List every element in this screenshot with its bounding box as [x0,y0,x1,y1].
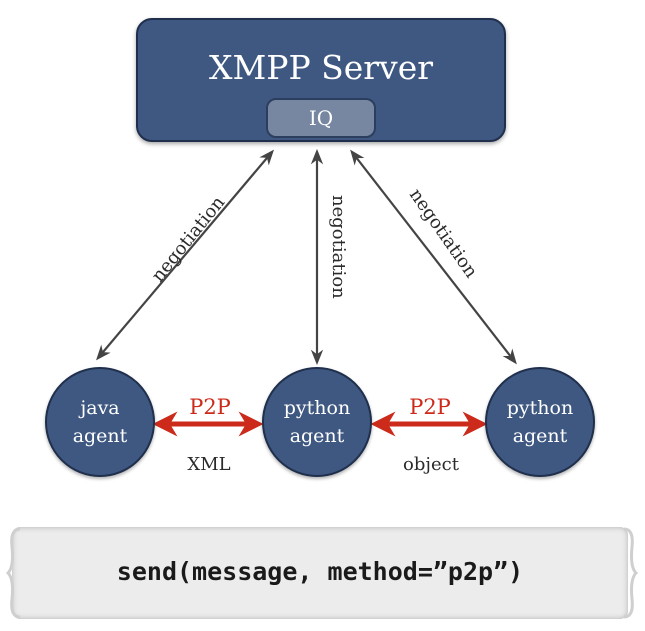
java-agent-node: java agent [45,367,155,477]
p2p-type-xml: XML [187,454,230,475]
iq-box: IQ [266,98,376,138]
left-brace-decoration [6,527,21,619]
p2p-label-2: P2P [409,395,451,419]
agent-label-line1: java [80,397,120,419]
server-title: XMPP Server [208,48,434,87]
python-agent-node-1: python agent [262,367,372,477]
negotiation-arrow-java [96,149,274,361]
code-snippet: send(message, method=”p2p”) [116,557,524,586]
negotiation-arrow-python2 [350,149,517,365]
agent-label-line1: python [283,397,351,419]
agent-label-line1: python [506,397,574,419]
right-brace-decoration [623,527,638,619]
xmpp-server-box: XMPP Server IQ [136,18,506,142]
negotiation-label-java: negotiation [148,192,230,286]
code-snippet-box: send(message, method=”p2p”) [12,527,628,619]
python-agent-node-2: python agent [485,367,595,477]
agent-label-line2: agent [289,425,345,447]
negotiation-label-python1: negotiation [328,195,349,299]
agent-label-line2: agent [72,425,128,447]
p2p-label-1: P2P [189,395,231,419]
p2p-type-object: object [403,454,460,475]
agent-label-line2: agent [512,425,568,447]
